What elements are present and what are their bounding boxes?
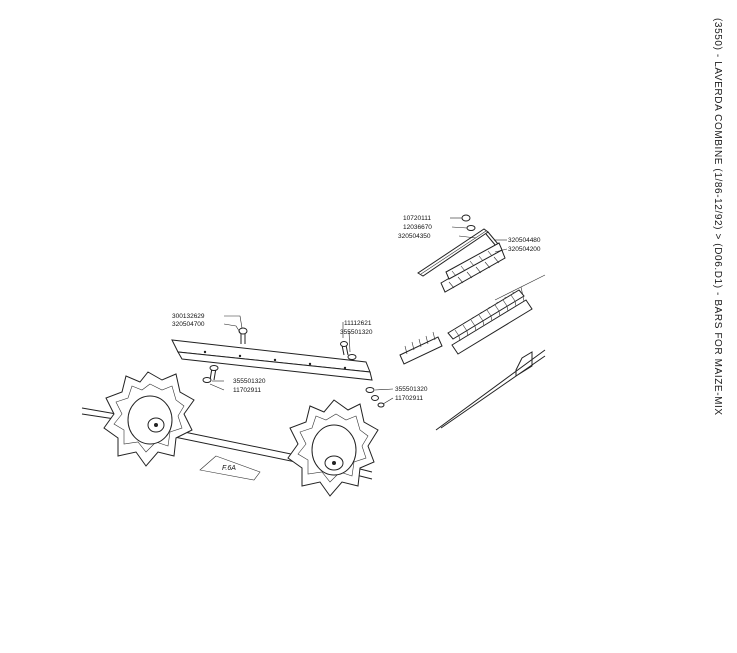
stamp-label: F.6A — [222, 465, 236, 472]
comb-bar-small — [399, 331, 443, 365]
washer-12036670 — [466, 225, 476, 231]
upper-bar-assembly — [399, 214, 546, 431]
part-label-355501320-top: 355501320 — [340, 329, 373, 336]
nut-10720111 — [461, 214, 471, 222]
sprocket-right — [287, 399, 379, 497]
part-labels: 10720111 12036670 320504350 320504480 32… — [172, 215, 541, 402]
shaft-assembly: F.6A — [81, 371, 379, 497]
frame-line — [494, 274, 546, 301]
sprocket-left — [103, 371, 195, 467]
middle-bar-assembly — [171, 327, 385, 408]
part-label-355501320-right: 355501320 — [395, 386, 428, 393]
washer-355501320-a — [347, 354, 357, 360]
part-label-320504700: 320504700 — [172, 321, 205, 328]
part-label-12036670: 12036670 — [403, 224, 432, 231]
part-label-300132629: 300132629 — [172, 313, 205, 320]
bolt-320504480 — [485, 231, 499, 247]
nut-small — [377, 402, 385, 408]
part-label-355501320-left: 355501320 — [233, 378, 266, 385]
part-label-320504200: 320504200 — [508, 246, 541, 253]
nut-11702911-b — [371, 395, 379, 401]
leader-lines — [209, 217, 508, 405]
bar-flange — [177, 351, 373, 381]
part-label-320504350: 320504350 — [398, 233, 431, 240]
comb-bar-320504200 — [440, 242, 506, 293]
comb-bar-large — [447, 286, 533, 355]
part-label-10720111: 10720111 — [403, 215, 431, 222]
part-label-11702911-left: 11702911 — [233, 387, 261, 394]
washer-355501320-c — [365, 387, 375, 393]
part-label-11112621: 11112621 — [344, 320, 372, 327]
part-label-320504480: 320504480 — [508, 237, 541, 244]
part-label-11702911-right: 11702911 — [395, 395, 423, 402]
washer-355501320-b — [202, 377, 212, 383]
stamp-plate — [199, 455, 261, 481]
nut-11702911-a — [209, 365, 219, 371]
frame-rail — [435, 349, 546, 431]
